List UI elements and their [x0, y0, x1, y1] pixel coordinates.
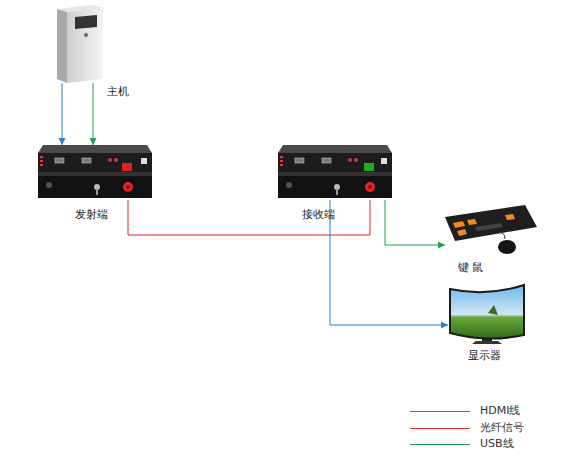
- legend-swatch: [410, 428, 470, 429]
- monitor-display: 显示器: [448, 283, 526, 365]
- node-label: 发射端: [75, 208, 108, 221]
- legend: HDMI线光纤信号 USB线: [410, 403, 580, 453]
- connector-line: [385, 200, 445, 245]
- node-label: 显示器: [468, 349, 501, 362]
- arrow-head: [441, 322, 448, 329]
- legend-row: HDMI线: [410, 403, 580, 420]
- arrow-head: [438, 242, 445, 249]
- arrow-head: [90, 138, 97, 145]
- node-label: 接收端: [302, 208, 335, 221]
- host-computer: 主机: [55, 5, 105, 83]
- legend-swatch: [410, 444, 470, 445]
- device-illustration: [35, 145, 152, 200]
- signal-connector: [90, 83, 97, 145]
- connector-line: [330, 200, 448, 325]
- node-label: 键 鼠: [458, 261, 484, 274]
- keyboard-mouse: 键 鼠: [445, 205, 537, 277]
- legend-text: 光纤信号: [480, 421, 524, 434]
- node-label: 主机: [107, 85, 129, 98]
- arrow-head: [59, 138, 66, 145]
- legend-swatch: [410, 411, 470, 412]
- legend-text: HDMI线: [480, 404, 520, 417]
- signal-connector: [330, 200, 448, 329]
- connector-line: [93, 83, 94, 145]
- device-illustration: [275, 145, 397, 200]
- legend-row: 光纤信号: [410, 420, 580, 437]
- signal-connector: [385, 200, 445, 249]
- signal-connector: [128, 200, 370, 235]
- signal-connector: [59, 83, 66, 145]
- connector-line: [62, 83, 63, 145]
- device-illustration: [55, 5, 105, 83]
- connector-line: [128, 200, 370, 235]
- transmitter-device: 发射端: [35, 145, 152, 200]
- receiver-device: 接收端: [275, 145, 397, 200]
- legend-row: USB线: [410, 436, 580, 453]
- legend-text: USB线: [480, 437, 514, 450]
